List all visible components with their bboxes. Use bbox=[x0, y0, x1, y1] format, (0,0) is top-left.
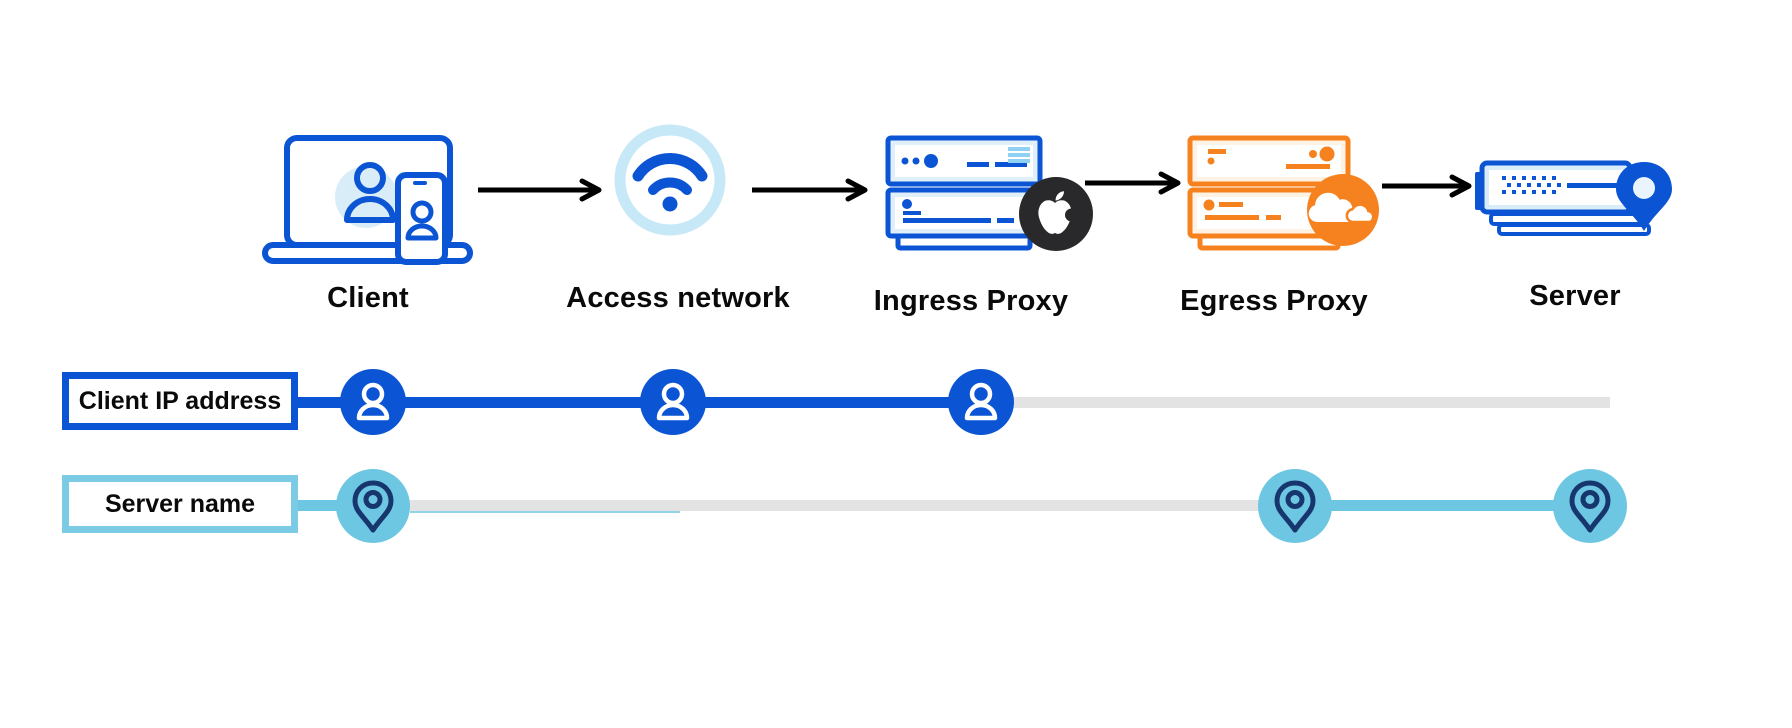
location-pin-icon bbox=[1274, 480, 1316, 533]
apple-logo-badge bbox=[1019, 177, 1093, 251]
server-name-node-server bbox=[1553, 469, 1627, 543]
server-name-track-active bbox=[1295, 500, 1590, 511]
server-location-pin-icon bbox=[1475, 160, 1672, 236]
stage-label-server: Server bbox=[1529, 280, 1621, 312]
stage-label-ingress-proxy: Ingress Proxy bbox=[873, 285, 1069, 317]
client-ip-node-access-network bbox=[640, 369, 706, 435]
location-pin-icon bbox=[352, 480, 394, 533]
arrow-right-icon bbox=[1085, 171, 1181, 195]
stage-label-egress-proxy: Egress Proxy bbox=[1180, 285, 1368, 317]
arrow-right-icon bbox=[478, 178, 602, 202]
arrow-right-icon bbox=[1382, 174, 1472, 198]
stage-label-access-network: Access network bbox=[566, 282, 790, 314]
cloudflare-logo-badge bbox=[1307, 174, 1379, 246]
location-pin-icon bbox=[1569, 480, 1611, 533]
client-ip-node-ingress-proxy bbox=[948, 369, 1014, 435]
wifi-icon bbox=[614, 124, 726, 236]
server-stack-icon bbox=[885, 135, 1093, 251]
server-name-track-connector bbox=[295, 500, 375, 511]
server-name-label: Server name bbox=[62, 475, 298, 533]
user-icon bbox=[964, 382, 998, 421]
server-name-track-tint bbox=[410, 511, 680, 513]
client-ip-track-active bbox=[295, 397, 983, 408]
laptop-phone-user-icon bbox=[262, 135, 473, 265]
server-name-track-inactive bbox=[373, 500, 1295, 511]
client-ip-address-text: Client IP address bbox=[78, 386, 282, 415]
arrow-right-icon bbox=[752, 178, 868, 202]
location-pin-icon bbox=[1616, 162, 1672, 231]
stage-label-client: Client bbox=[327, 282, 409, 314]
user-icon bbox=[356, 382, 390, 421]
user-icon bbox=[656, 382, 690, 421]
client-ip-address-label: Client IP address bbox=[62, 372, 298, 430]
client-ip-node-client bbox=[340, 369, 406, 435]
server-stack-icon bbox=[1187, 135, 1379, 251]
server-name-node-client bbox=[336, 469, 410, 543]
client-ip-track-inactive bbox=[983, 397, 1610, 408]
server-name-node-egress-proxy bbox=[1258, 469, 1332, 543]
server-name-text: Server name bbox=[104, 489, 256, 518]
